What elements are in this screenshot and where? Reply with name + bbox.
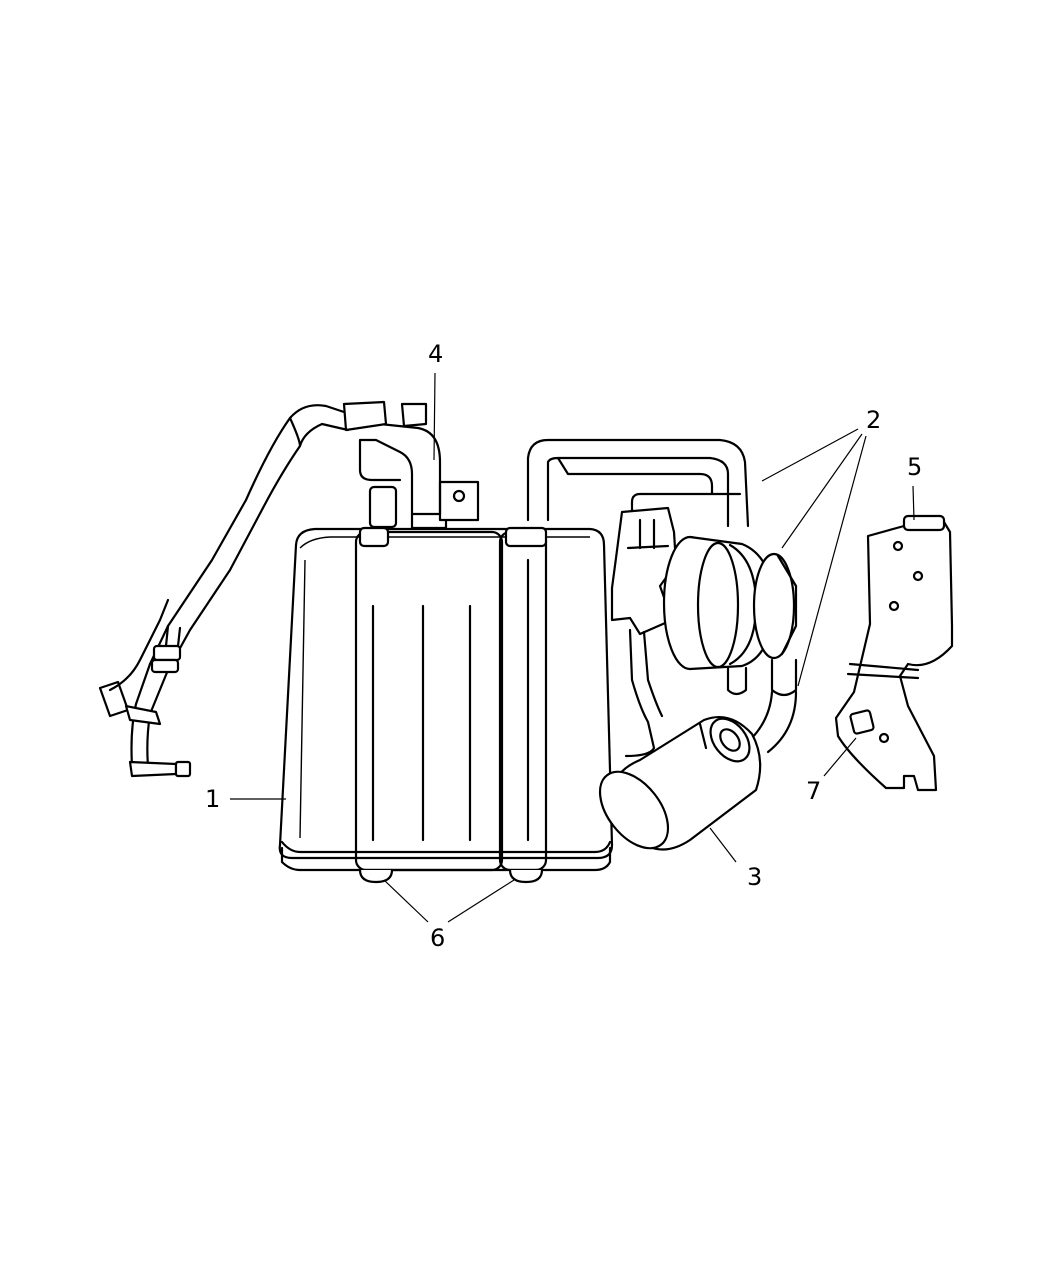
- leader-lines: [230, 372, 915, 923]
- callout-4: 4: [428, 340, 443, 368]
- filter: [598, 716, 762, 851]
- canister: [278, 480, 614, 884]
- vent-hose: [526, 438, 750, 528]
- callout-2: 2: [866, 406, 881, 434]
- callout-3: 3: [747, 863, 762, 891]
- callout-1: 1: [205, 785, 220, 813]
- callout-5: 5: [907, 453, 922, 481]
- callout-7: 7: [806, 777, 821, 805]
- bracket: [834, 514, 954, 792]
- callout-6: 6: [430, 924, 445, 952]
- purge-valve: [610, 506, 798, 758]
- hose-assembly: [98, 400, 442, 778]
